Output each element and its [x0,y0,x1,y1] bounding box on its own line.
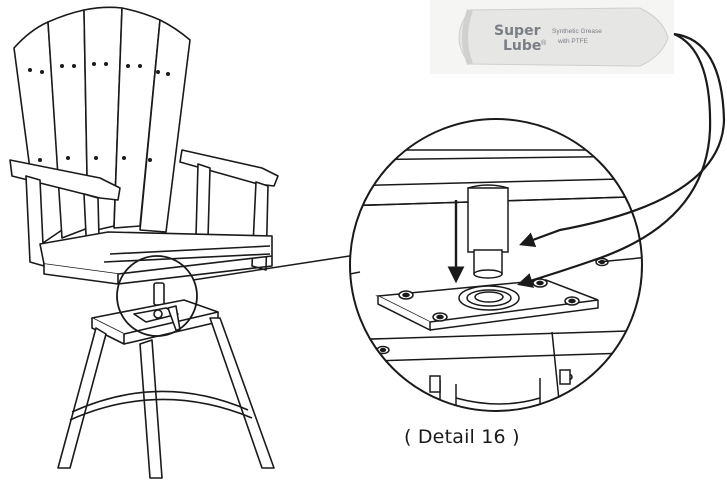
chair-back-slats [13,6,191,246]
packet-brand-line1: Super [494,23,541,39]
packet-desc-line1: Synthetic Grease [552,28,602,35]
base-legs [57,327,107,469]
left-armrest [9,159,121,201]
packet-desc-line2: with PTFE [557,38,589,45]
grease-packet: Super Lube ® Synthetic Grease with PTFE [430,0,674,74]
right-armrest [179,149,279,187]
arrow-curved [517,32,726,288]
swivel-callout-circle [116,255,198,337]
detail-magnifier [349,118,643,412]
detail-caption: ( Detail 16 ) [404,426,520,448]
chair-illustration [9,6,279,479]
packet-registered-mark: ® [541,39,547,47]
packet-brand-line2: Lube [503,38,541,54]
chair-seat [39,231,273,275]
swivel-column [467,187,509,253]
